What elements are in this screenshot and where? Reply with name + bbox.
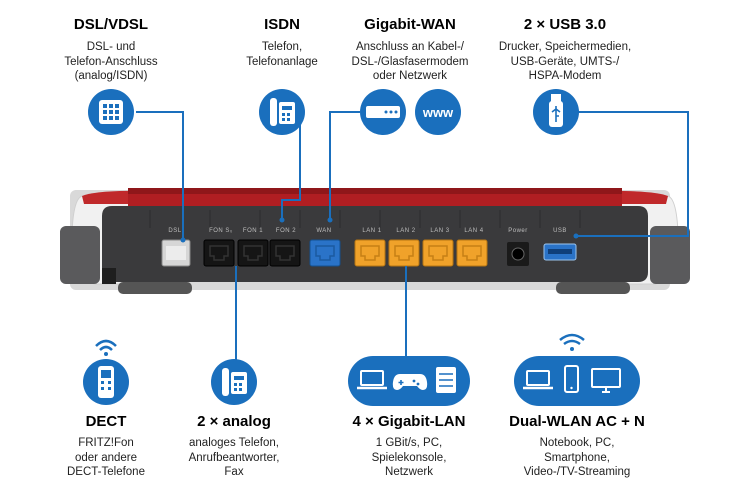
lan-title: 4 × Gigabit-LAN	[352, 413, 466, 430]
dsl-desc-line2: Telefon-Anschluss	[64, 55, 158, 68]
router-red-band-top	[128, 188, 622, 194]
port-label-power: Power	[508, 228, 528, 234]
wlan-desc: Notebook, PC, Smartphone, Video-/TV-Stre…	[502, 436, 652, 480]
lan-devices-pill	[348, 356, 470, 406]
port-lan3	[422, 239, 454, 267]
dect-desc: FRITZ!Fon oder andere DECT-Telefone	[36, 436, 176, 480]
dsl-desc-line3: (analog/ISDN)	[74, 70, 148, 82]
lan-desc: 1 GBit/s, PC, Spielekonsole, Netzwerk	[339, 436, 479, 480]
port-usb-inner	[548, 249, 572, 254]
dot-isdn	[279, 217, 285, 223]
dect-desc-line2: oder andere	[74, 451, 138, 464]
gamepad-icon	[392, 374, 428, 390]
www-icon: www	[415, 89, 461, 135]
analog-desc-line3: Fax	[224, 466, 244, 478]
port-fon2	[269, 239, 301, 267]
dsl-desc: DSL- und Telefon-Anschluss (analog/ISDN)	[41, 40, 181, 84]
usb-desc: Drucker, Speichermedien, USB-Geräte, UMT…	[480, 40, 650, 84]
cordless-phone-icon	[83, 339, 129, 405]
wifi-icon	[559, 333, 585, 346]
port-label-usb: USB	[553, 228, 567, 234]
usb-title: 2 × USB 3.0	[523, 16, 607, 33]
port-lan4	[456, 239, 488, 267]
wlan-title: Dual-WLAN AC + N	[509, 413, 645, 430]
port-label-lan4: LAN 4	[464, 228, 483, 234]
usb-desc-line2: USB-Geräte, UMTS-/	[510, 55, 620, 68]
wlan-desc-line1: Notebook, PC,	[539, 437, 615, 449]
wan-desc: Anschluss an Kabel-/ DSL-/Glasfasermodem…	[330, 40, 490, 84]
port-label-fon2: FON 2	[276, 228, 296, 234]
www-text: www	[422, 105, 454, 120]
router-vents	[149, 210, 581, 228]
dect-title: DECT	[85, 413, 127, 430]
usb-desc-line1: Drucker, Speichermedien,	[498, 41, 632, 53]
wlan-desc-line2: Smartphone,	[544, 451, 610, 464]
port-wan	[309, 239, 341, 267]
wlan-devices-pill	[514, 333, 640, 406]
dot-wan	[327, 217, 333, 223]
usb-icon	[533, 89, 579, 135]
analog-desc-line2: Anrufbeantworter,	[188, 451, 280, 464]
port-label-lan2: LAN 2	[396, 228, 415, 234]
smartphone-icon	[564, 365, 579, 393]
dsl-title: DSL/VDSL	[73, 16, 149, 33]
wlan-desc-line3: Video-/TV-Streaming	[523, 466, 631, 478]
port-dsl-inner	[166, 246, 186, 260]
lan-desc-line3: Netzwerk	[385, 466, 433, 478]
port-lan2	[388, 239, 420, 267]
port-label-fon-s0: FON S₀	[209, 228, 233, 234]
dot-usb	[573, 233, 579, 239]
usb-desc-line3: HSPA-Modem	[528, 70, 602, 82]
analog-phone-icon	[211, 359, 257, 405]
router-side-right	[650, 226, 690, 284]
wan-desc-line2: DSL-/Glasfasermodem	[351, 55, 469, 68]
isdn-desc-line2: Telefonanlage	[246, 55, 318, 68]
monitor-icon	[591, 368, 621, 393]
router-side-left	[60, 226, 100, 284]
lan-desc-line2: Spielekonsole,	[371, 451, 447, 464]
analog-title: 2 × analog	[197, 413, 271, 430]
lan-desc-line1: 1 GBit/s, PC,	[375, 437, 443, 449]
port-fon-s0	[203, 239, 235, 267]
server-icon	[436, 367, 456, 393]
dect-desc-line1: FRITZ!Fon	[78, 437, 134, 449]
wan-desc-line1: Anschluss an Kabel-/	[355, 41, 465, 53]
isdn-desc: Telefon, Telefonanlage	[212, 40, 352, 69]
laptop-icon	[357, 370, 387, 390]
dot-dsl	[180, 237, 186, 243]
port-power-jack	[511, 247, 525, 261]
wan-desc-line3: oder Netzwerk	[372, 70, 448, 82]
router-cable-clip	[102, 268, 116, 284]
connector-lines	[136, 111, 689, 362]
phone-keypad-icon	[88, 89, 134, 135]
laptop-icon	[523, 370, 553, 390]
router-foot-left	[118, 282, 192, 294]
port-lan1	[354, 239, 386, 267]
desk-phone-icon	[259, 89, 305, 135]
wan-title: Gigabit-WAN	[364, 16, 456, 33]
router-foot-right	[556, 282, 630, 294]
analog-desc: analoges Telefon, Anrufbeantworter, Fax	[164, 436, 304, 480]
dect-desc-line3: DECT-Telefone	[67, 466, 145, 478]
port-label-lan3: LAN 3	[430, 228, 449, 234]
port-label-dsl: DSL	[168, 228, 181, 234]
port-pins	[209, 245, 482, 261]
isdn-title: ISDN	[264, 16, 300, 33]
isdn-desc-line1: Telefon,	[261, 41, 303, 53]
port-label-lan1: LAN 1	[362, 228, 381, 234]
port-fon1	[237, 239, 269, 267]
dsl-desc-line1: DSL- und	[86, 41, 136, 53]
port-label-fon1: FON 1	[243, 228, 263, 234]
port-label-wan: WAN	[316, 228, 331, 234]
analog-desc-line1: analoges Telefon,	[189, 437, 279, 449]
modem-icon	[360, 89, 406, 135]
